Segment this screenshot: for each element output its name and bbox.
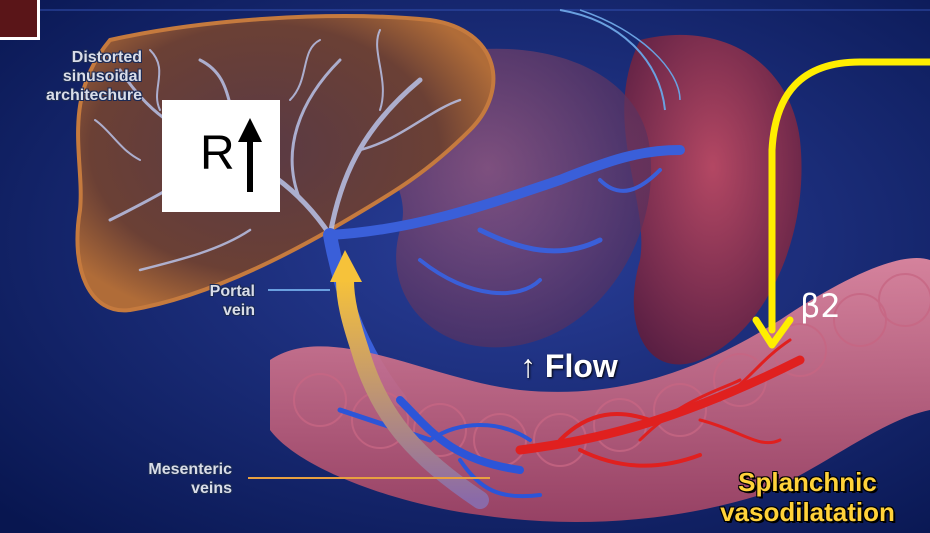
label-line: architechure [0, 86, 142, 105]
resistance-label: R [200, 128, 235, 180]
portal-vein-label: Portal vein [150, 282, 255, 320]
splanchnic-vasodilatation-label: Splanchnic vasodilatation [690, 467, 925, 527]
distorted-architecture-label: Distorted sinusoidal architechure [0, 48, 142, 105]
mesenteric-veins-label: Mesenteric veins [90, 460, 232, 498]
label-line: vein [150, 301, 255, 320]
beta2-label: β2 [800, 288, 841, 324]
label-line: sinusoidal [0, 67, 142, 86]
label-line: Portal [150, 282, 255, 301]
label-line: Splanchnic [690, 467, 925, 497]
label-line: Distorted [0, 48, 142, 67]
label-line: Mesenteric [90, 460, 232, 479]
corner-marker [0, 0, 40, 40]
label-line: vasodilatation [690, 497, 925, 527]
flow-label: ↑ Flow [520, 348, 618, 385]
label-line: veins [90, 479, 232, 498]
up-arrow-icon [238, 118, 262, 194]
